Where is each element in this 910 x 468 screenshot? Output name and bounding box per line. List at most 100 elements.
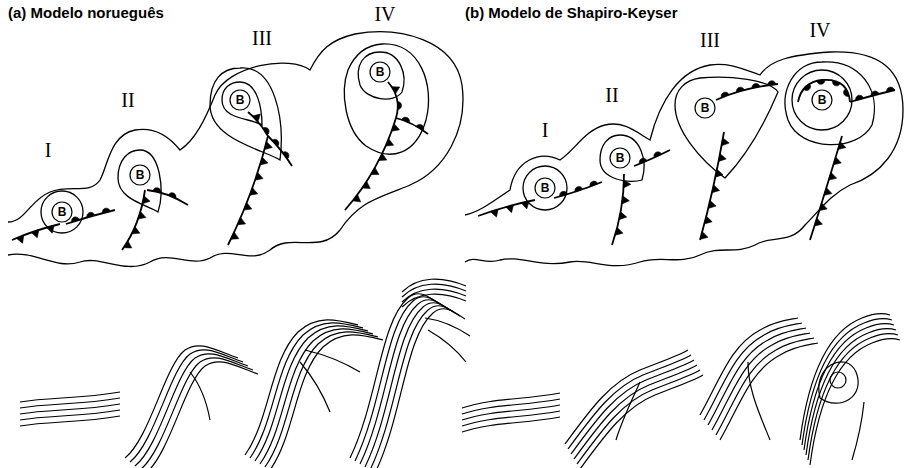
cold-front-triangle xyxy=(719,154,727,162)
warm-front-semicircle xyxy=(272,139,279,146)
cold-front-triangle xyxy=(244,203,252,210)
cold-front-triangle xyxy=(622,196,629,204)
warm-front-semicircle xyxy=(153,188,161,193)
warm-front xyxy=(396,118,428,134)
cold-front-triangle xyxy=(353,194,361,201)
cold-front-triangle xyxy=(265,142,273,150)
isotherm xyxy=(580,375,703,468)
warm-front-semicircle xyxy=(887,87,895,92)
isobar xyxy=(222,82,262,125)
low-pressure-mark: B xyxy=(58,205,67,219)
low-pressure-mark: B xyxy=(701,101,710,115)
cold-front-triangle xyxy=(386,139,394,146)
isotherm xyxy=(819,362,858,403)
cold-front-triangle xyxy=(142,196,150,204)
cold-front-triangle xyxy=(619,212,627,220)
isotherm xyxy=(462,411,560,426)
warm-front xyxy=(268,136,292,166)
warm-front-semicircle xyxy=(590,181,598,186)
cold-front-triangle xyxy=(392,124,400,132)
isotherm xyxy=(20,416,120,426)
low-pressure-mark: B xyxy=(541,181,550,195)
low-pressure-mark: B xyxy=(376,65,385,79)
stage-numeral: II xyxy=(121,89,134,112)
cold-front xyxy=(122,190,145,250)
isotherm xyxy=(135,354,248,466)
low-pressure-mark: B xyxy=(236,93,245,107)
warm-front-semicircle xyxy=(804,84,811,91)
isotherm xyxy=(810,339,900,465)
isotherm xyxy=(808,334,898,460)
cold-front-triangle xyxy=(819,203,827,211)
cold-front-triangle xyxy=(46,225,54,233)
low-pressure-mark: B xyxy=(616,151,625,165)
stage-numeral: IV xyxy=(374,3,395,26)
isotherm xyxy=(350,294,440,458)
low-center-ring xyxy=(130,165,150,185)
low-pressure-mark: B xyxy=(136,168,145,182)
warm-front-semicircle xyxy=(721,92,729,97)
isotherm xyxy=(462,393,560,408)
isobar xyxy=(523,166,567,210)
isotherm xyxy=(140,358,253,468)
isotherm xyxy=(802,319,892,445)
cold-front-triangle xyxy=(250,188,258,196)
cold-front-triangle xyxy=(624,180,631,188)
isotherm xyxy=(428,330,466,362)
cold-front-triangle xyxy=(392,87,400,94)
cold-front-triangle xyxy=(838,142,846,150)
isotherm xyxy=(462,399,560,414)
isotherm xyxy=(370,306,460,468)
low-center-ring xyxy=(695,98,715,118)
cold-front-triangle xyxy=(829,172,837,180)
warm-front-semicircle xyxy=(844,89,850,97)
warm-front-semicircle xyxy=(168,193,176,199)
stage-numeral: I xyxy=(542,119,549,142)
low-center-ring xyxy=(610,148,630,168)
warm-front-semicircle xyxy=(871,91,879,96)
cold-front-triangle xyxy=(255,173,263,181)
isotherm xyxy=(462,405,560,420)
cold-front-triangle xyxy=(506,205,514,213)
cold-front-triangle xyxy=(260,157,268,165)
cold-front-triangle xyxy=(708,201,716,209)
cold-front-triangle xyxy=(124,241,132,248)
cold-front-triangle xyxy=(231,232,239,239)
warm-front-semicircle xyxy=(263,127,269,134)
isotherm xyxy=(800,314,890,440)
cold-front-triangle xyxy=(704,216,712,224)
isotherm xyxy=(462,417,560,432)
cold-front-triangle xyxy=(712,185,720,193)
isotherm xyxy=(190,372,210,420)
isotherm xyxy=(360,300,450,464)
panel-title: (b) Modelo de Shapiro-Keyser xyxy=(465,4,678,21)
warm-front-semicircle xyxy=(416,124,423,130)
cold-front-triangle xyxy=(615,227,623,235)
warm-front-semicircle xyxy=(283,152,289,159)
cold-front-triangle xyxy=(824,188,832,196)
isotherm xyxy=(425,318,470,336)
cold-front-triangle xyxy=(132,227,140,234)
warm-front-semicircle xyxy=(856,95,864,100)
warm-front-semicircle xyxy=(752,83,760,88)
cold-front-triangle xyxy=(379,153,387,160)
cold-front-triangle xyxy=(237,217,245,224)
cold-front-triangle xyxy=(491,209,499,217)
isotherm xyxy=(145,362,258,468)
cold-front xyxy=(612,174,624,245)
warm-front-semicircle xyxy=(402,117,410,122)
low-center-ring xyxy=(52,202,72,222)
isobar xyxy=(210,68,281,160)
warm-front-semicircle xyxy=(575,187,583,192)
warm-front-semicircle xyxy=(817,80,825,84)
panel-title: (a) Modelo norueguês xyxy=(8,4,164,21)
stage-numeral: III xyxy=(700,29,720,52)
cold-front xyxy=(228,136,268,245)
isotherm xyxy=(748,362,770,440)
isotherm xyxy=(300,362,330,412)
warm-front-semicircle xyxy=(639,158,647,164)
warm-front-semicircle xyxy=(560,191,568,196)
warm-front-semicircle xyxy=(87,212,95,217)
isobar xyxy=(600,135,644,181)
